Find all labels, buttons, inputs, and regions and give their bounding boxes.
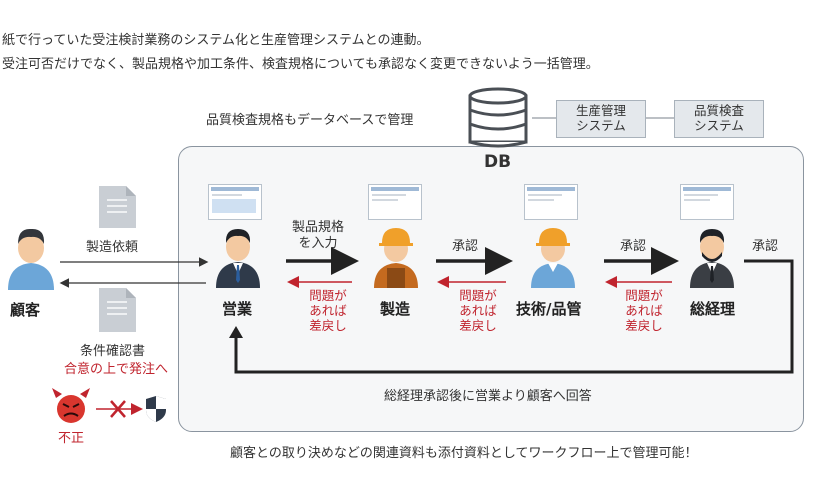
return-line: 問題が	[309, 288, 347, 303]
order-note: 合意の上で発注へ	[64, 362, 169, 377]
return-note: 問題が あれば 差戻し	[306, 288, 350, 333]
request-doc-label: 製造依頼	[86, 240, 139, 255]
approve-label: 承認	[452, 239, 479, 254]
return-line: あれば	[625, 303, 663, 318]
angry-devil-icon	[52, 388, 90, 423]
production-system-box: 生産管理 システム	[556, 100, 646, 138]
return-line: 問題が	[625, 288, 663, 303]
screen-thumbnail	[524, 184, 578, 220]
footer-note: 顧客との取り決めなどの関連資料も添付資料としてワークフロー上で管理可能！	[230, 446, 698, 461]
confirm-doc-label: 条件確認書	[80, 344, 146, 359]
return-line: あれば	[459, 303, 497, 318]
db-caption: 品質検査規格もデータベースで管理	[206, 113, 414, 128]
return-note: 問題が あれば 差戻し	[622, 288, 666, 333]
tech-qc-worker-icon	[531, 228, 575, 288]
document-icon	[99, 186, 136, 228]
return-line: 差戻し	[309, 318, 347, 333]
intro-line-2: 受注可否だけでなく、製品規格や加工条件、検査規格についても承認なく変更できないよ…	[2, 57, 599, 72]
return-note: 問題が あれば 差戻し	[456, 288, 500, 333]
loop-caption: 総経理承認後に営業より顧客へ回答	[384, 389, 592, 404]
cross-icon	[110, 400, 126, 418]
customer-name: 顧客	[10, 301, 41, 319]
database-icon	[468, 87, 528, 148]
system-line1: 生産管理	[575, 103, 626, 118]
screen-thumbnail	[680, 184, 734, 220]
db-label: DB	[484, 152, 512, 172]
screen-thumbnail	[368, 184, 422, 220]
role-tech-qc: 技術/品管	[516, 300, 582, 318]
shield-icon	[146, 396, 166, 422]
system-line2: システム	[576, 118, 626, 133]
spec-input-label: 製品規格を入力	[291, 220, 344, 251]
system-line1: 品質検査	[693, 103, 744, 118]
document-icon	[99, 288, 136, 332]
return-line: 差戻し	[625, 318, 663, 333]
general-manager-person-icon	[690, 229, 734, 288]
quality-system-box: 品質検査 システム	[674, 100, 764, 138]
system-line2: システム	[694, 118, 744, 133]
return-line: 問題が	[459, 288, 497, 303]
customer-person-icon	[8, 228, 54, 290]
screen-thumbnail	[208, 184, 262, 220]
intro-line-1: 紙で行っていた受注検討業務のシステム化と生産管理システムとの連動。	[2, 33, 430, 48]
return-line: あれば	[309, 303, 347, 318]
sales-person-icon	[216, 229, 260, 288]
return-line: 差戻し	[459, 318, 497, 333]
role-gm: 総経理	[690, 300, 736, 318]
role-manufacturing: 製造	[380, 300, 411, 318]
manufacturing-worker-icon	[374, 228, 418, 288]
approve-label: 承認	[752, 239, 779, 254]
approve-label: 承認	[620, 239, 647, 254]
role-sales: 営業	[222, 300, 253, 318]
fraud-label: 不正	[58, 431, 85, 446]
